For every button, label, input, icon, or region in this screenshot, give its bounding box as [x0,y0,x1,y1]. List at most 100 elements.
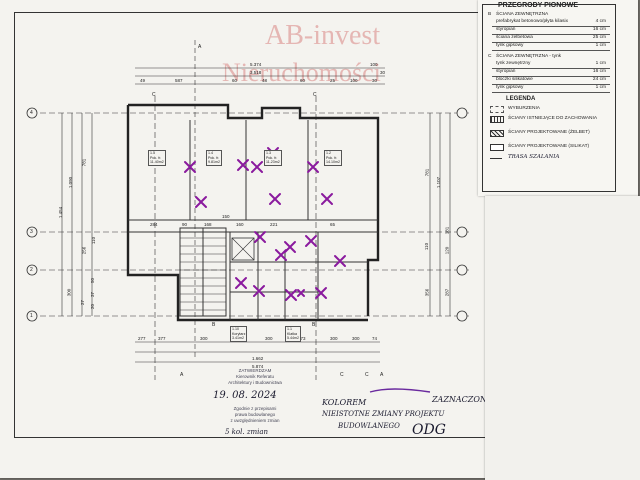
dim-left-7: 50 [90,277,96,284]
room-label-1: 1.5 Pok. fr. 11.40m2 [148,150,166,166]
row-label: tynk zewnętrzny [496,61,531,66]
handwritten-line-1: KOLOREM [322,398,367,407]
legend-item-4: ŚCIANY PROJEKTOWANE (SILIKAT) [508,144,590,149]
dim-top-right-b: 30 [380,70,386,75]
dim-bottom-3: 300 [200,336,208,341]
dim-top-part-7: 100 [350,78,358,83]
dim-left-10: 27 [80,299,86,306]
group2-row-4: tynk gipsowy 1 cm [492,84,610,93]
row-label: bloczki silikatowe [496,77,533,82]
dim-bottom-total-2: 5.874 [252,364,264,369]
handwritten-small-note: 5 kol. zmian [225,428,269,436]
dim-bottom-total-1: 1.662 [252,356,264,361]
row-label: ściana żelbetowa [496,35,533,40]
dim-top-sub: 3.518 [250,70,262,75]
group1-letter: B [488,12,492,17]
handwritten-line-3: BUDOWLANEGO [338,422,400,430]
row-label: prefabrykat betonowo/płyta kilasix [496,19,568,24]
row-value: 1 cm [595,61,606,66]
grid-letter-2: C [313,92,317,98]
main-drawing-sheet: AB-invest Nieruchomości [0,0,500,478]
group1-row-4: tynk gipsowy 1 cm [492,42,610,51]
bottom-axis-1: A [180,372,184,378]
stamp-line-6: prawa budowlanego [234,412,276,417]
legend-swatch-silicate [490,144,504,151]
legend-title: LEGENDA [506,96,536,102]
bottom-axis-2: C [340,372,344,378]
dim-right-6: 287 [444,288,450,297]
bottom-axis-4: A [380,372,384,378]
stamp-line-3: Architektury i Budownictwa [228,380,282,385]
dim-top-part-5: 60 [300,78,306,83]
legend-frame [482,4,616,192]
dim-top-part-2: 587 [175,78,183,83]
group1-row-3: ściana żelbetowa 25 cm [492,34,610,43]
legend-item-2: ŚCIANY ISTNIEJĄCE DO ZACHOWANIA [508,116,598,121]
dim-interior-5: 150 [222,214,230,219]
grid-number-2: 2 [30,267,33,273]
stamp-line-5: Zgodnie z przepisami [233,406,277,411]
room-type: Klatka [287,331,297,336]
section-mark: A [198,44,202,50]
dim-interior-1: 284 [150,222,158,227]
group2-row-3: bloczki silikatowe 24 cm [492,76,610,85]
room-label-2: 1.4 Pok. fr. 9.81m2 [206,150,222,166]
dim-left-8: 37 [90,291,96,298]
scribble-mark [369,388,431,393]
handwritten-signature: ODG [412,422,446,438]
lower-right-sheet [485,196,640,480]
row-value: 16 cm [592,69,606,74]
dim-bottom-8: 300 [352,336,360,341]
dim-top-part-6: 25 [330,78,336,83]
dim-right-4: 110 [424,242,430,251]
dim-top-right-a: 100 [370,62,378,67]
group2-letter: C [488,54,492,59]
room-size: 5.44m2 [287,336,299,340]
room-name: 1.1 [287,327,292,331]
row-value: 1 cm [595,43,606,48]
grid-number-4: 4 [30,110,33,116]
partitions-title: PRZEGRODY PIONOWE [498,2,578,9]
group1-row-2: styropian 16 cm [492,26,610,35]
dim-bottom-1: 277 [138,336,146,341]
handwritten-line-1b: ZAZNACZONO [432,395,494,404]
dim-top-part-1: 49 [140,78,146,83]
group2-row-2: styropian 16 cm [492,68,610,77]
room-size: 14.10m2 [326,160,340,164]
row-value: 1 cm [595,85,606,90]
dim-interior-6: 221 [270,222,278,227]
room-label-5: 1.10 Korytarz 3.41m2 [230,326,248,342]
room-type: Pok. fr. [208,155,220,160]
bottom-axis-3: C [365,372,369,378]
row-value: 4 cm [595,19,606,24]
row-label: tynk gipsowy [496,85,524,90]
legend-sheet: PRZEGRODY PIONOWE B ŚCIANA ZEWNĘTRZNA pr… [478,0,638,196]
dim-left-4: 256 [81,246,87,255]
dim-bottom-9: 74 [372,336,378,341]
room-name: 1.10 [232,327,239,331]
room-size: 11.40m2 [150,160,164,164]
row-value: 16 cm [592,27,606,32]
room-label-3: 1.3 Pok. fr. 11.23m2 [264,150,282,166]
room-label-6: 1.1 Klatka 5.44m2 [285,326,301,342]
dim-left-1: 1.454 [58,206,64,219]
dim-bottom-2: 377 [158,336,166,341]
legend-item-1: WYBURZENIA [508,106,540,111]
row-label: styropian [496,69,516,74]
row-value: 25 cm [592,35,606,40]
row-value: 24 cm [592,77,606,82]
group2-title: ŚCIANA ZEWNĘTRZNA - tynk [496,54,562,59]
grid-number-1: 1 [30,313,33,319]
legend-swatch-concrete [490,130,504,137]
dim-top-overall: 5.374 [250,62,262,67]
room-type: Pok. fr. [150,155,162,160]
dim-right-5: 120 [444,246,450,255]
legend-item-3: ŚCIANY PROJEKTOWANE (ŻELBET) [508,130,590,135]
dim-left-6: 300 [66,288,72,297]
dim-interior-3: 168 [204,222,212,227]
row-label: tynk gipsowy [496,43,524,48]
grid-number-3: 3 [30,229,33,235]
stamp-date: 19. 08. 2024 [213,390,277,401]
grid-letter-1: C [152,92,156,98]
dim-interior-7: 65 [330,222,336,227]
